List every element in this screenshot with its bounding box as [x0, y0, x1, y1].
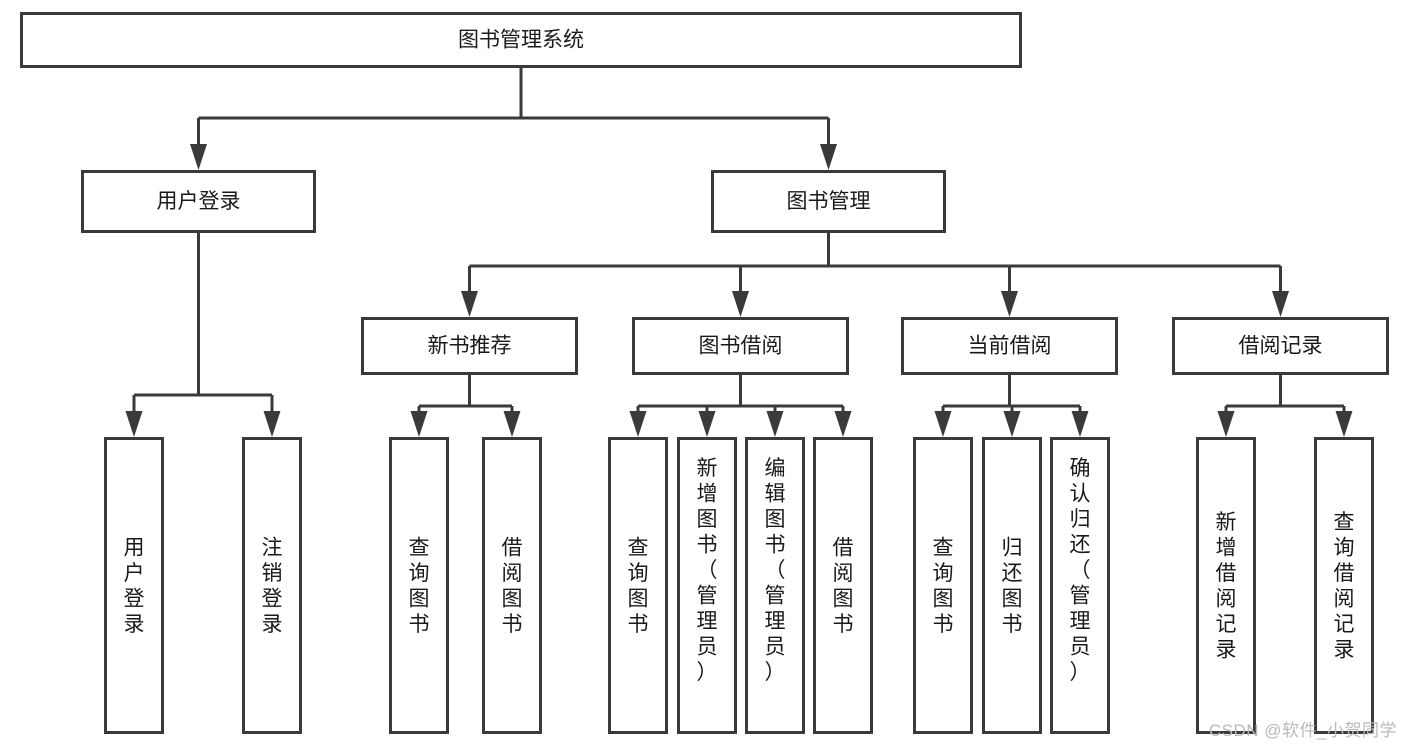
- arrow-head-icon: [125, 411, 143, 437]
- node-label: 编辑图书（管理员）: [765, 457, 786, 684]
- node-leaf-newbook-query[interactable]: 查询图书: [389, 437, 449, 734]
- node-box: [813, 437, 873, 734]
- node-label: 借阅图书: [502, 536, 523, 636]
- node-box: [1050, 437, 1110, 734]
- arrow-head-icon: [698, 411, 716, 437]
- arrow-head-icon: [934, 411, 952, 437]
- connector-layer: [125, 68, 1353, 437]
- arrow-head-icon: [766, 411, 784, 437]
- arrow-head-icon: [1071, 411, 1089, 437]
- node-leaf-record-query[interactable]: 查询借阅记录: [1314, 437, 1374, 734]
- node-box: [20, 12, 1022, 68]
- node-label: 图书借阅: [699, 335, 783, 358]
- node-leaf-current-query[interactable]: 查询图书: [913, 437, 973, 734]
- node-box: [632, 317, 849, 375]
- node-label: 新增图书（管理员）: [697, 457, 718, 684]
- node-label: 图书管理: [787, 190, 871, 213]
- node-root[interactable]: 图书管理系统: [20, 12, 1022, 68]
- node-label: 新书推荐: [428, 335, 512, 358]
- node-layer: 图书管理系统用户登录图书管理新书推荐图书借阅当前借阅借阅记录用户登录注销登录查询…: [20, 12, 1389, 734]
- watermark-label: CSDN @软件_小贺同学: [1208, 721, 1397, 740]
- node-leaf-record-add[interactable]: 新增借阅记录: [1196, 437, 1256, 734]
- node-newbook[interactable]: 新书推荐: [361, 317, 578, 375]
- arrow-head-icon: [1335, 411, 1353, 437]
- node-label: 新增借阅记录: [1216, 511, 1237, 662]
- node-label: 借阅记录: [1239, 335, 1323, 358]
- node-label: 查询图书: [409, 536, 430, 636]
- node-box: [913, 437, 973, 734]
- node-record[interactable]: 借阅记录: [1172, 317, 1389, 375]
- node-box: [81, 170, 316, 233]
- node-label: 查询借阅记录: [1334, 511, 1355, 662]
- arrow-head-icon: [190, 144, 207, 170]
- arrow-head-icon: [461, 291, 478, 317]
- node-box: [982, 437, 1042, 734]
- node-login[interactable]: 用户登录: [81, 170, 316, 233]
- arrow-head-icon: [732, 291, 749, 317]
- arrow-head-icon: [629, 411, 647, 437]
- arrow-head-icon: [1001, 291, 1018, 317]
- node-label: 图书管理系统: [458, 29, 584, 52]
- node-current[interactable]: 当前借阅: [901, 317, 1118, 375]
- node-leaf-current-confirm[interactable]: 确认归还（管理员）: [1050, 437, 1110, 734]
- node-box: [1172, 317, 1389, 375]
- arrow-head-icon: [1272, 291, 1289, 317]
- node-box: [1196, 437, 1256, 734]
- node-box: [104, 437, 164, 734]
- node-box: [608, 437, 668, 734]
- node-label: 归还图书: [1002, 536, 1023, 636]
- node-label: 注销登录: [262, 536, 283, 636]
- arrow-head-icon: [410, 411, 428, 437]
- node-box: [711, 170, 946, 233]
- node-box: [242, 437, 302, 734]
- node-leaf-borrow-edit[interactable]: 编辑图书（管理员）: [745, 437, 805, 734]
- node-leaf-newbook-borrow[interactable]: 借阅图书: [482, 437, 542, 734]
- node-label: 查询图书: [933, 536, 954, 636]
- node-label: 确认归还（管理员）: [1070, 457, 1091, 684]
- node-box: [482, 437, 542, 734]
- node-box: [677, 437, 737, 734]
- node-label: 查询图书: [628, 536, 649, 636]
- node-leaf-borrow-query[interactable]: 查询图书: [608, 437, 668, 734]
- node-label: 用户登录: [157, 190, 241, 213]
- arrow-head-icon: [263, 411, 281, 437]
- node-box: [901, 317, 1118, 375]
- node-box: [389, 437, 449, 734]
- node-leaf-current-return[interactable]: 归还图书: [982, 437, 1042, 734]
- node-bookmgmt[interactable]: 图书管理: [711, 170, 946, 233]
- node-label: 当前借阅: [968, 335, 1052, 358]
- arrow-head-icon: [834, 411, 852, 437]
- node-leaf-user-login[interactable]: 用户登录: [104, 437, 164, 734]
- node-label: 用户登录: [124, 536, 145, 636]
- node-box: [745, 437, 805, 734]
- arrow-head-icon: [820, 144, 837, 170]
- arrow-head-icon: [1217, 411, 1235, 437]
- arrow-head-icon: [503, 411, 521, 437]
- node-label: 借阅图书: [833, 536, 854, 636]
- node-borrow[interactable]: 图书借阅: [632, 317, 849, 375]
- node-leaf-borrow-lend[interactable]: 借阅图书: [813, 437, 873, 734]
- node-box: [1314, 437, 1374, 734]
- node-leaf-borrow-add[interactable]: 新增图书（管理员）: [677, 437, 737, 734]
- node-box: [361, 317, 578, 375]
- arrow-head-icon: [1003, 411, 1021, 437]
- node-leaf-user-logout[interactable]: 注销登录: [242, 437, 302, 734]
